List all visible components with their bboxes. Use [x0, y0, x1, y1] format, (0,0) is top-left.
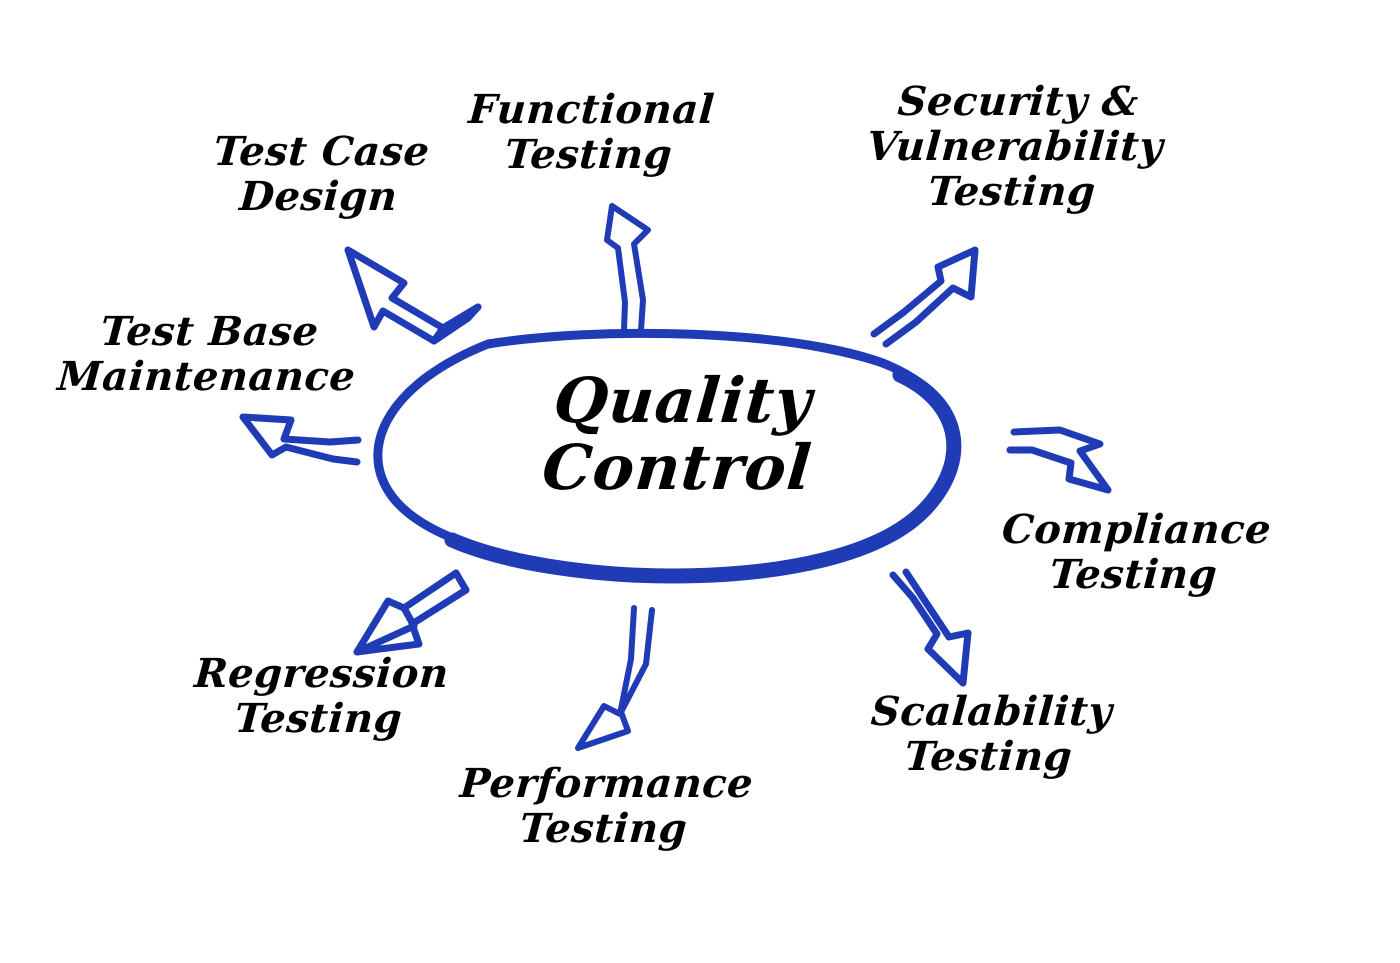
center-node-label: Quality Control	[539, 364, 816, 504]
node-label-performance-testing: Performance Testing	[458, 760, 755, 852]
node-label-scalability-testing: Scalability Testing	[869, 688, 1114, 780]
arrow-test-case-design	[344, 246, 482, 345]
node-label-regression-testing: Regression Testing	[192, 650, 451, 742]
arrow-performance-testing	[575, 605, 655, 751]
node-label-compliance-testing: Compliance Testing	[1000, 506, 1273, 598]
center-ellipse	[373, 328, 962, 584]
arrow-security-vulnerability-testing	[870, 246, 979, 348]
arrow-test-base-maintenance	[239, 413, 362, 466]
node-label-test-case-design: Test Case Design	[212, 128, 432, 220]
arrow-regression-testing	[353, 569, 470, 656]
arrow-scalability-testing	[889, 568, 972, 687]
node-label-security-vulnerability-testing: Security & Vulnerability Testing	[865, 78, 1165, 215]
node-label-functional-testing: Functional Testing	[467, 86, 717, 178]
arrow-functional-testing	[604, 203, 651, 333]
node-label-test-base-maintenance: Test Base Maintenance	[55, 308, 358, 400]
arrow-compliance-testing	[1006, 426, 1112, 494]
